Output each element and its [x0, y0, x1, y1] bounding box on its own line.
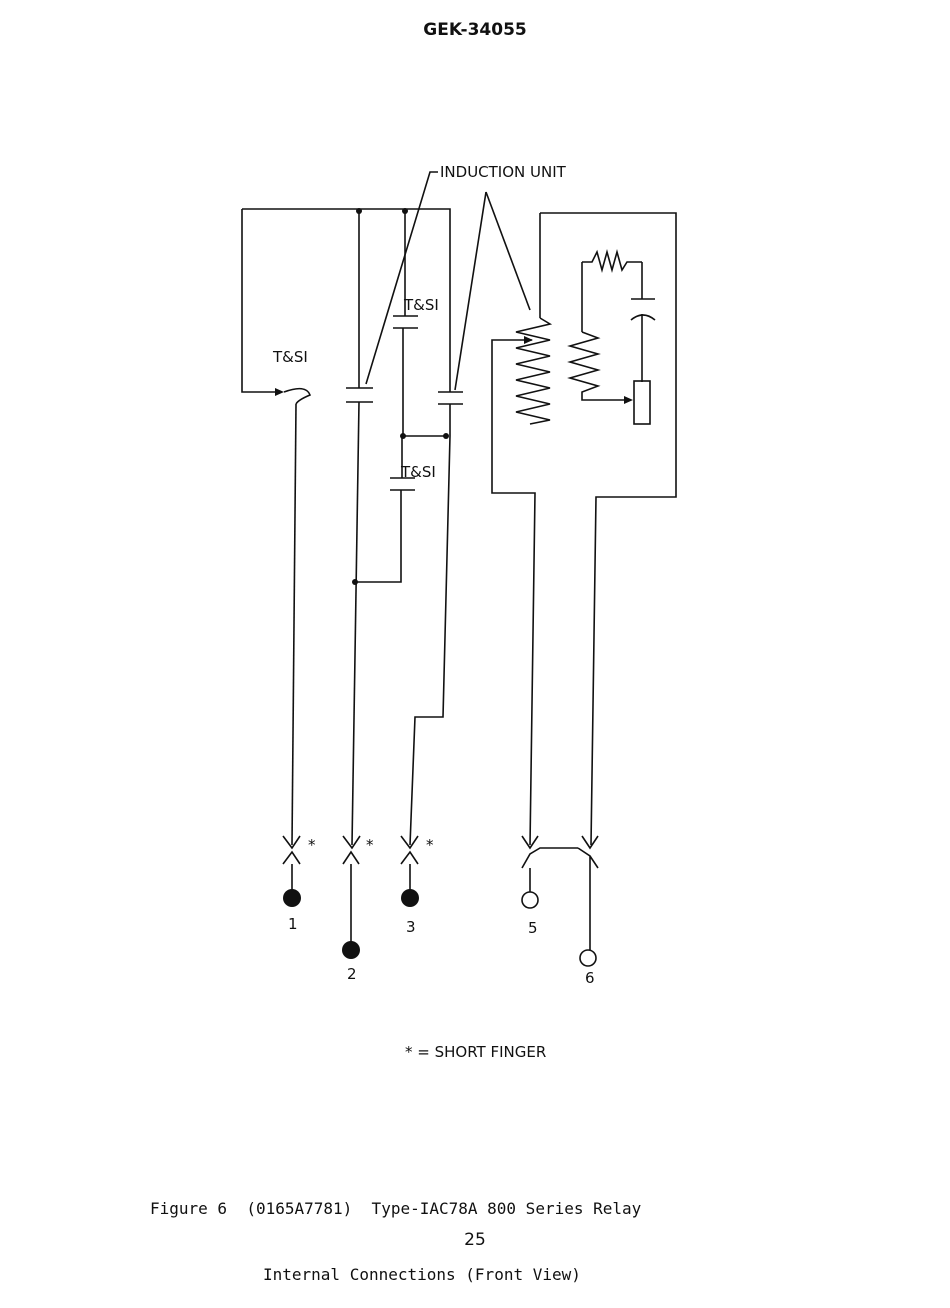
- leader-line-mid: [455, 192, 486, 390]
- relay-wiring-diagram: INDUCTION UNIT T&SI T&SI T&SI * * * 1 2 …: [0, 0, 950, 1260]
- caption-line-2: Internal Connections (Front View): [150, 1264, 641, 1286]
- potentiometer: [634, 381, 650, 424]
- reactor-coil: [570, 332, 626, 400]
- tsi-label-left: T&SI: [272, 348, 308, 366]
- short-finger-mark-2: *: [366, 836, 374, 854]
- terminal-3-label: 3: [406, 918, 416, 936]
- terminal-6-stud: [580, 950, 596, 966]
- resistor: [582, 252, 642, 270]
- terminal-1-label: 1: [288, 915, 298, 933]
- tsi-label-lower: T&SI: [400, 463, 436, 481]
- page-number: 25: [0, 1230, 950, 1250]
- short-finger-mark-1: *: [308, 836, 316, 854]
- induction-unit-label: INDUCTION UNIT: [440, 163, 567, 181]
- right-circuit: [492, 213, 676, 845]
- diagram-labels: INDUCTION UNIT T&SI T&SI T&SI * * * 1 2 …: [272, 163, 595, 1061]
- terminal-2-stud: [342, 941, 360, 959]
- tsi-label-upper: T&SI: [403, 296, 439, 314]
- tapped-coil: [516, 318, 550, 424]
- leader-line-left: [366, 172, 438, 384]
- terminals: [283, 836, 598, 966]
- short-finger-mark-3: *: [426, 836, 434, 854]
- terminal-2-label: 2: [347, 965, 357, 983]
- caption-line-1: Figure 6 (0165A7781) Type-IAC78A 800 Ser…: [150, 1198, 641, 1220]
- terminal-5-stud: [522, 892, 538, 908]
- tsi-coil-left: [284, 389, 310, 404]
- left-circuit: [242, 172, 530, 845]
- tap-arrow: [524, 336, 533, 344]
- short-finger-legend: * = SHORT FINGER: [405, 1043, 546, 1061]
- terminal-6-label: 6: [585, 969, 595, 987]
- tsi-arrowhead: [275, 388, 284, 396]
- leader-line-right: [486, 192, 530, 310]
- terminal-5-label: 5: [528, 919, 538, 937]
- terminal-3-stud: [401, 889, 419, 907]
- terminal-1-stud: [283, 889, 301, 907]
